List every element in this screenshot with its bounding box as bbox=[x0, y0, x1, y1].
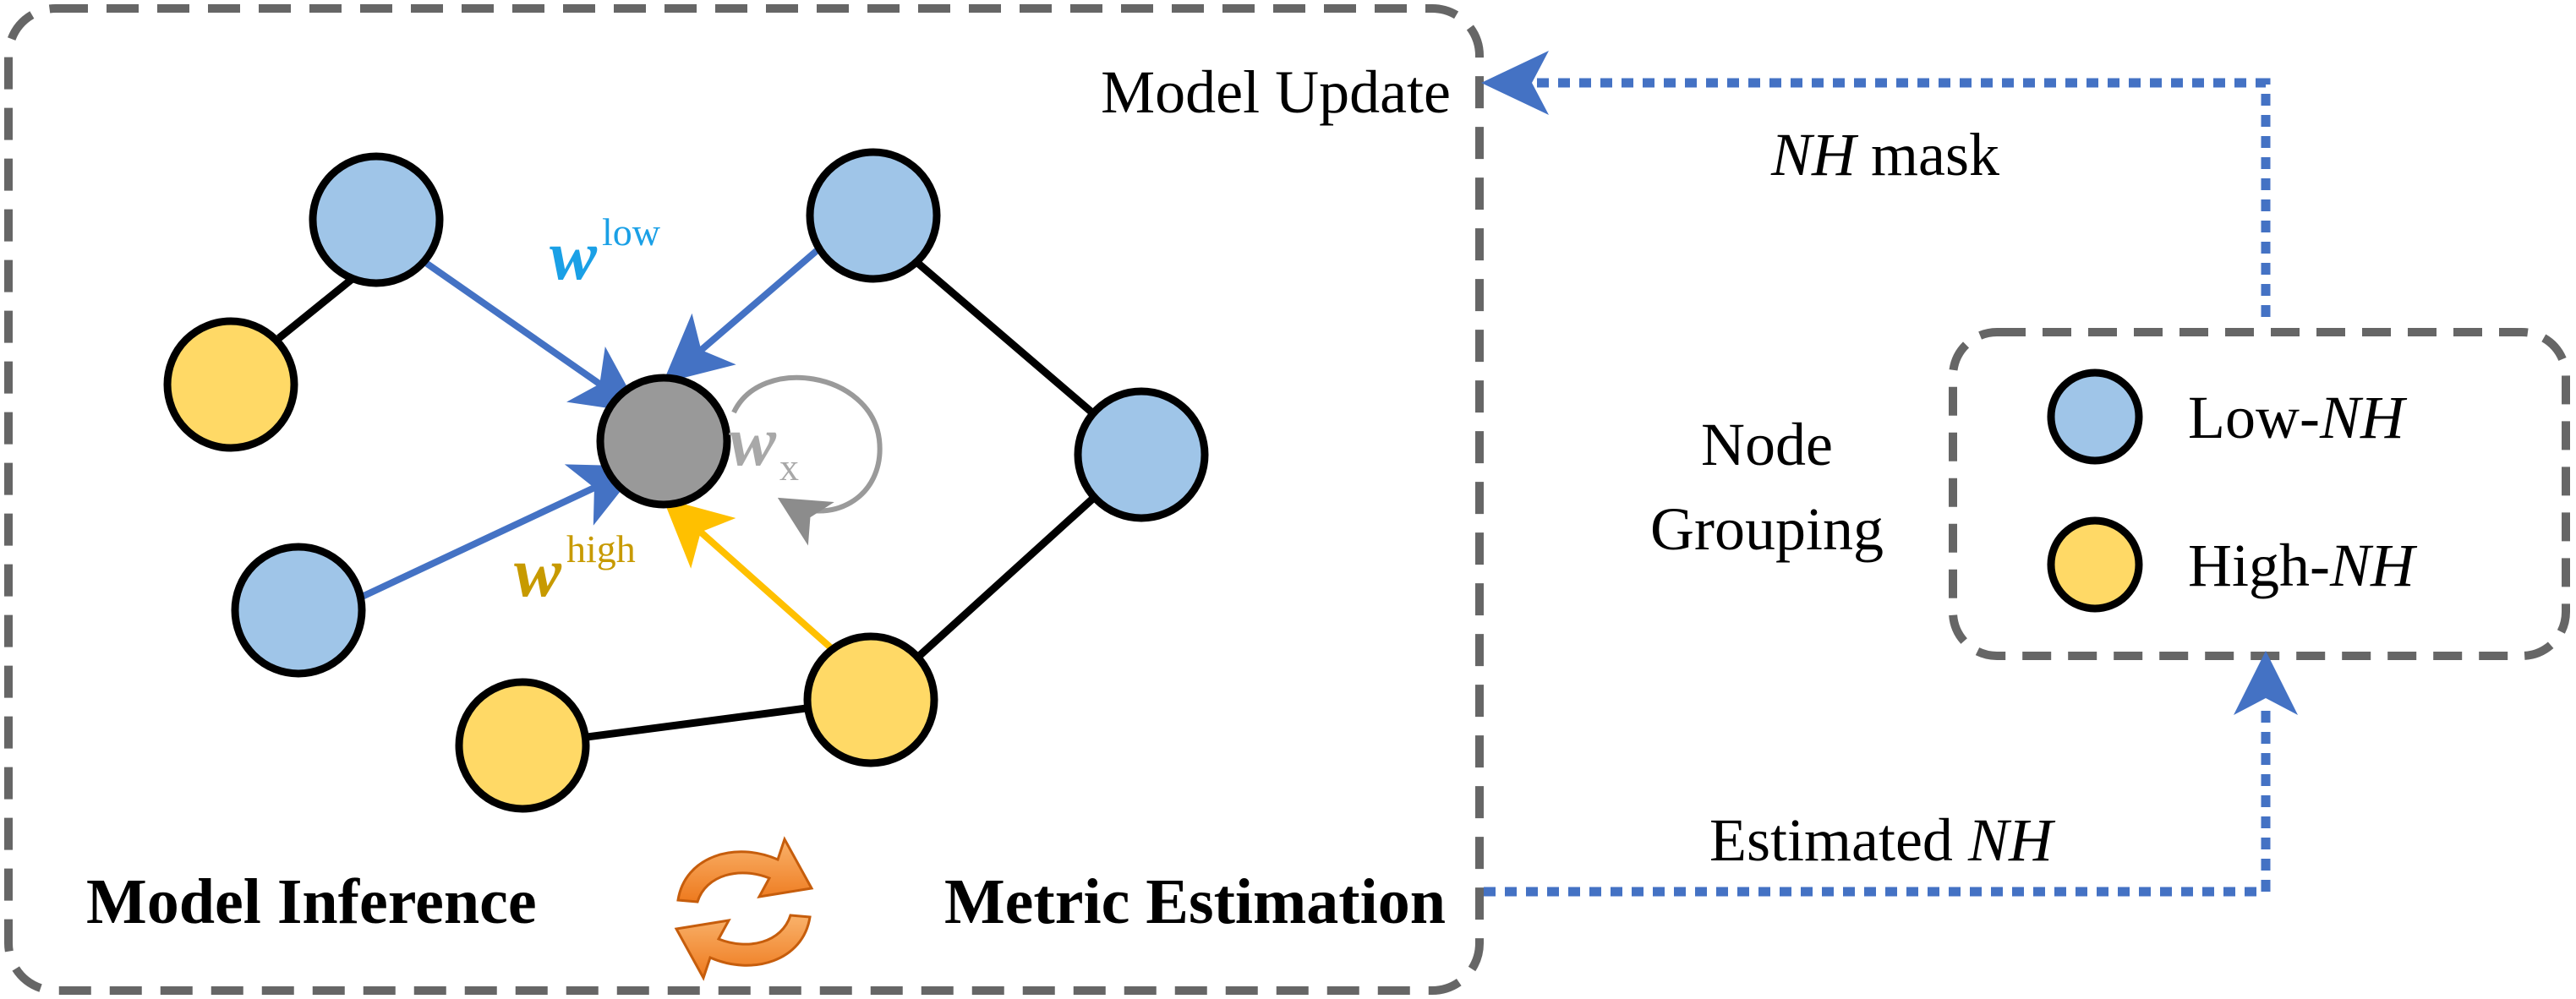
node-label: Node bbox=[1701, 411, 1833, 478]
estimated-nh-arrowhead bbox=[2234, 651, 2298, 715]
model-inference-label: Model Inference bbox=[86, 866, 537, 937]
metric-estimation-label: Metric Estimation bbox=[944, 866, 1446, 937]
node-low-nh bbox=[231, 543, 366, 678]
grouping-box bbox=[1949, 328, 2570, 660]
nh-mask-label: NH mask bbox=[1770, 121, 1999, 188]
node-high-nh bbox=[455, 678, 590, 813]
edge-low-weight bbox=[662, 230, 840, 384]
legend-low-nh-label: Low-NH bbox=[2188, 384, 2408, 451]
nh-mask-arrow bbox=[1481, 51, 2271, 317]
grouping-label: Grouping bbox=[1650, 495, 1884, 563]
weight-self-label: wx bbox=[729, 402, 799, 489]
estimated-nh-label: Estimated NH bbox=[1709, 806, 2056, 874]
node-high-nh bbox=[163, 317, 298, 452]
node-low-nh bbox=[806, 148, 941, 283]
edge-high-weight bbox=[663, 498, 846, 662]
self-loop bbox=[731, 374, 883, 546]
node-center bbox=[596, 374, 731, 509]
refresh-cycle-icon bbox=[674, 836, 814, 981]
legend-low-nh-swatch bbox=[2047, 368, 2143, 465]
model-update-label: Model Update bbox=[1101, 58, 1451, 126]
model-box bbox=[4, 4, 1484, 995]
node-high-nh bbox=[803, 632, 938, 767]
nh-mask-arrowhead bbox=[1481, 51, 1549, 115]
legend-high-nh-swatch bbox=[2047, 516, 2143, 613]
node-low-nh bbox=[1074, 387, 1209, 522]
estimated-nh-arrow bbox=[1484, 651, 2298, 897]
legend-high-nh-label: High-NH bbox=[2188, 532, 2418, 599]
edge-low-weight bbox=[418, 256, 642, 413]
node-low-nh bbox=[309, 152, 444, 287]
